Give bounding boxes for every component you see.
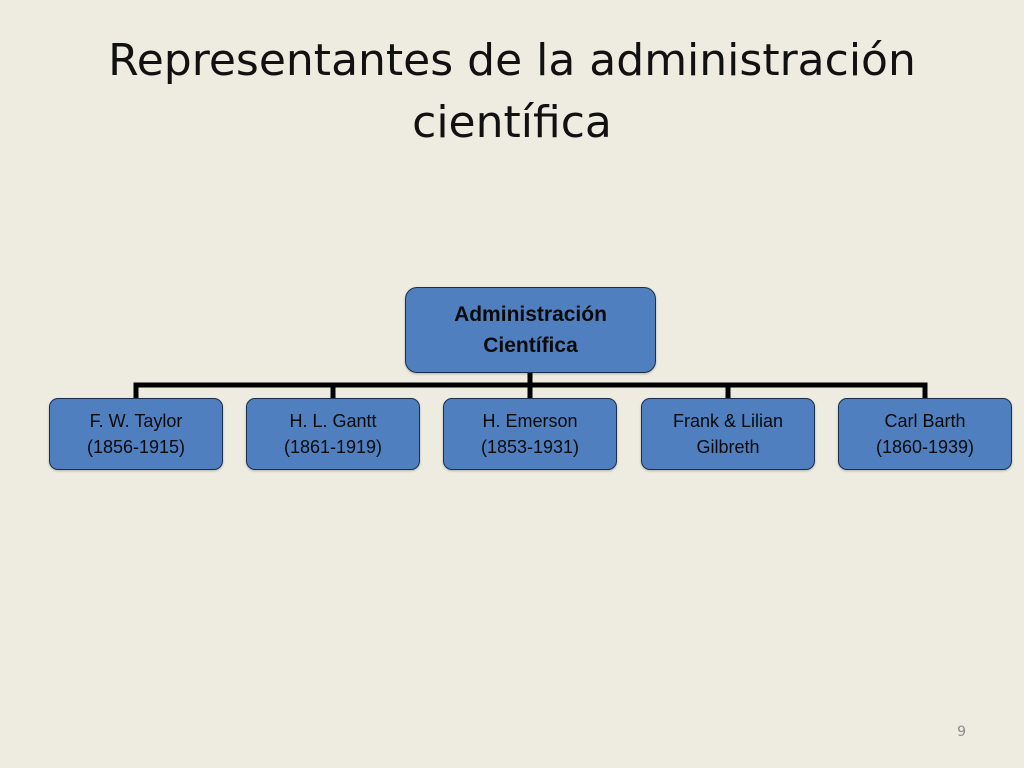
- child-node-gilbreth: Frank & Lilian Gilbreth: [641, 398, 815, 470]
- child-node-line-name: H. Emerson: [482, 411, 578, 431]
- root-node-line-2: Científica: [483, 334, 578, 357]
- root-node-line-1: Administración: [454, 303, 607, 326]
- child-node-barth: Carl Barth (1860-1939): [838, 398, 1012, 470]
- child-node-line-detail: (1860-1939): [875, 437, 975, 457]
- child-node-taylor: F. W. Taylor (1856-1915): [49, 398, 223, 470]
- slide-title-line-2: científica: [412, 97, 612, 148]
- child-node-emerson: H. Emerson (1853-1931): [443, 398, 617, 470]
- child-node-line-detail: (1853-1931): [480, 437, 580, 457]
- child-node-line-name: H. L. Gantt: [289, 411, 377, 431]
- child-node-line-name: Frank & Lilian: [672, 411, 784, 431]
- slide-title-line-1: Representantes de la administración: [108, 35, 916, 86]
- child-node-line-detail: Gilbreth: [696, 437, 760, 457]
- child-node-line-detail: (1856-1915): [86, 437, 186, 457]
- root-node-administracion-cientifica: Administración Científica: [405, 287, 656, 373]
- child-node-gantt: H. L. Gantt (1861-1919): [246, 398, 420, 470]
- child-node-line-detail: (1861-1919): [283, 437, 383, 457]
- child-node-line-name: Carl Barth: [884, 411, 966, 431]
- page-number: 9: [957, 724, 966, 740]
- child-node-line-name: F. W. Taylor: [89, 411, 183, 431]
- slide-title: Representantes de la administración cien…: [40, 30, 984, 154]
